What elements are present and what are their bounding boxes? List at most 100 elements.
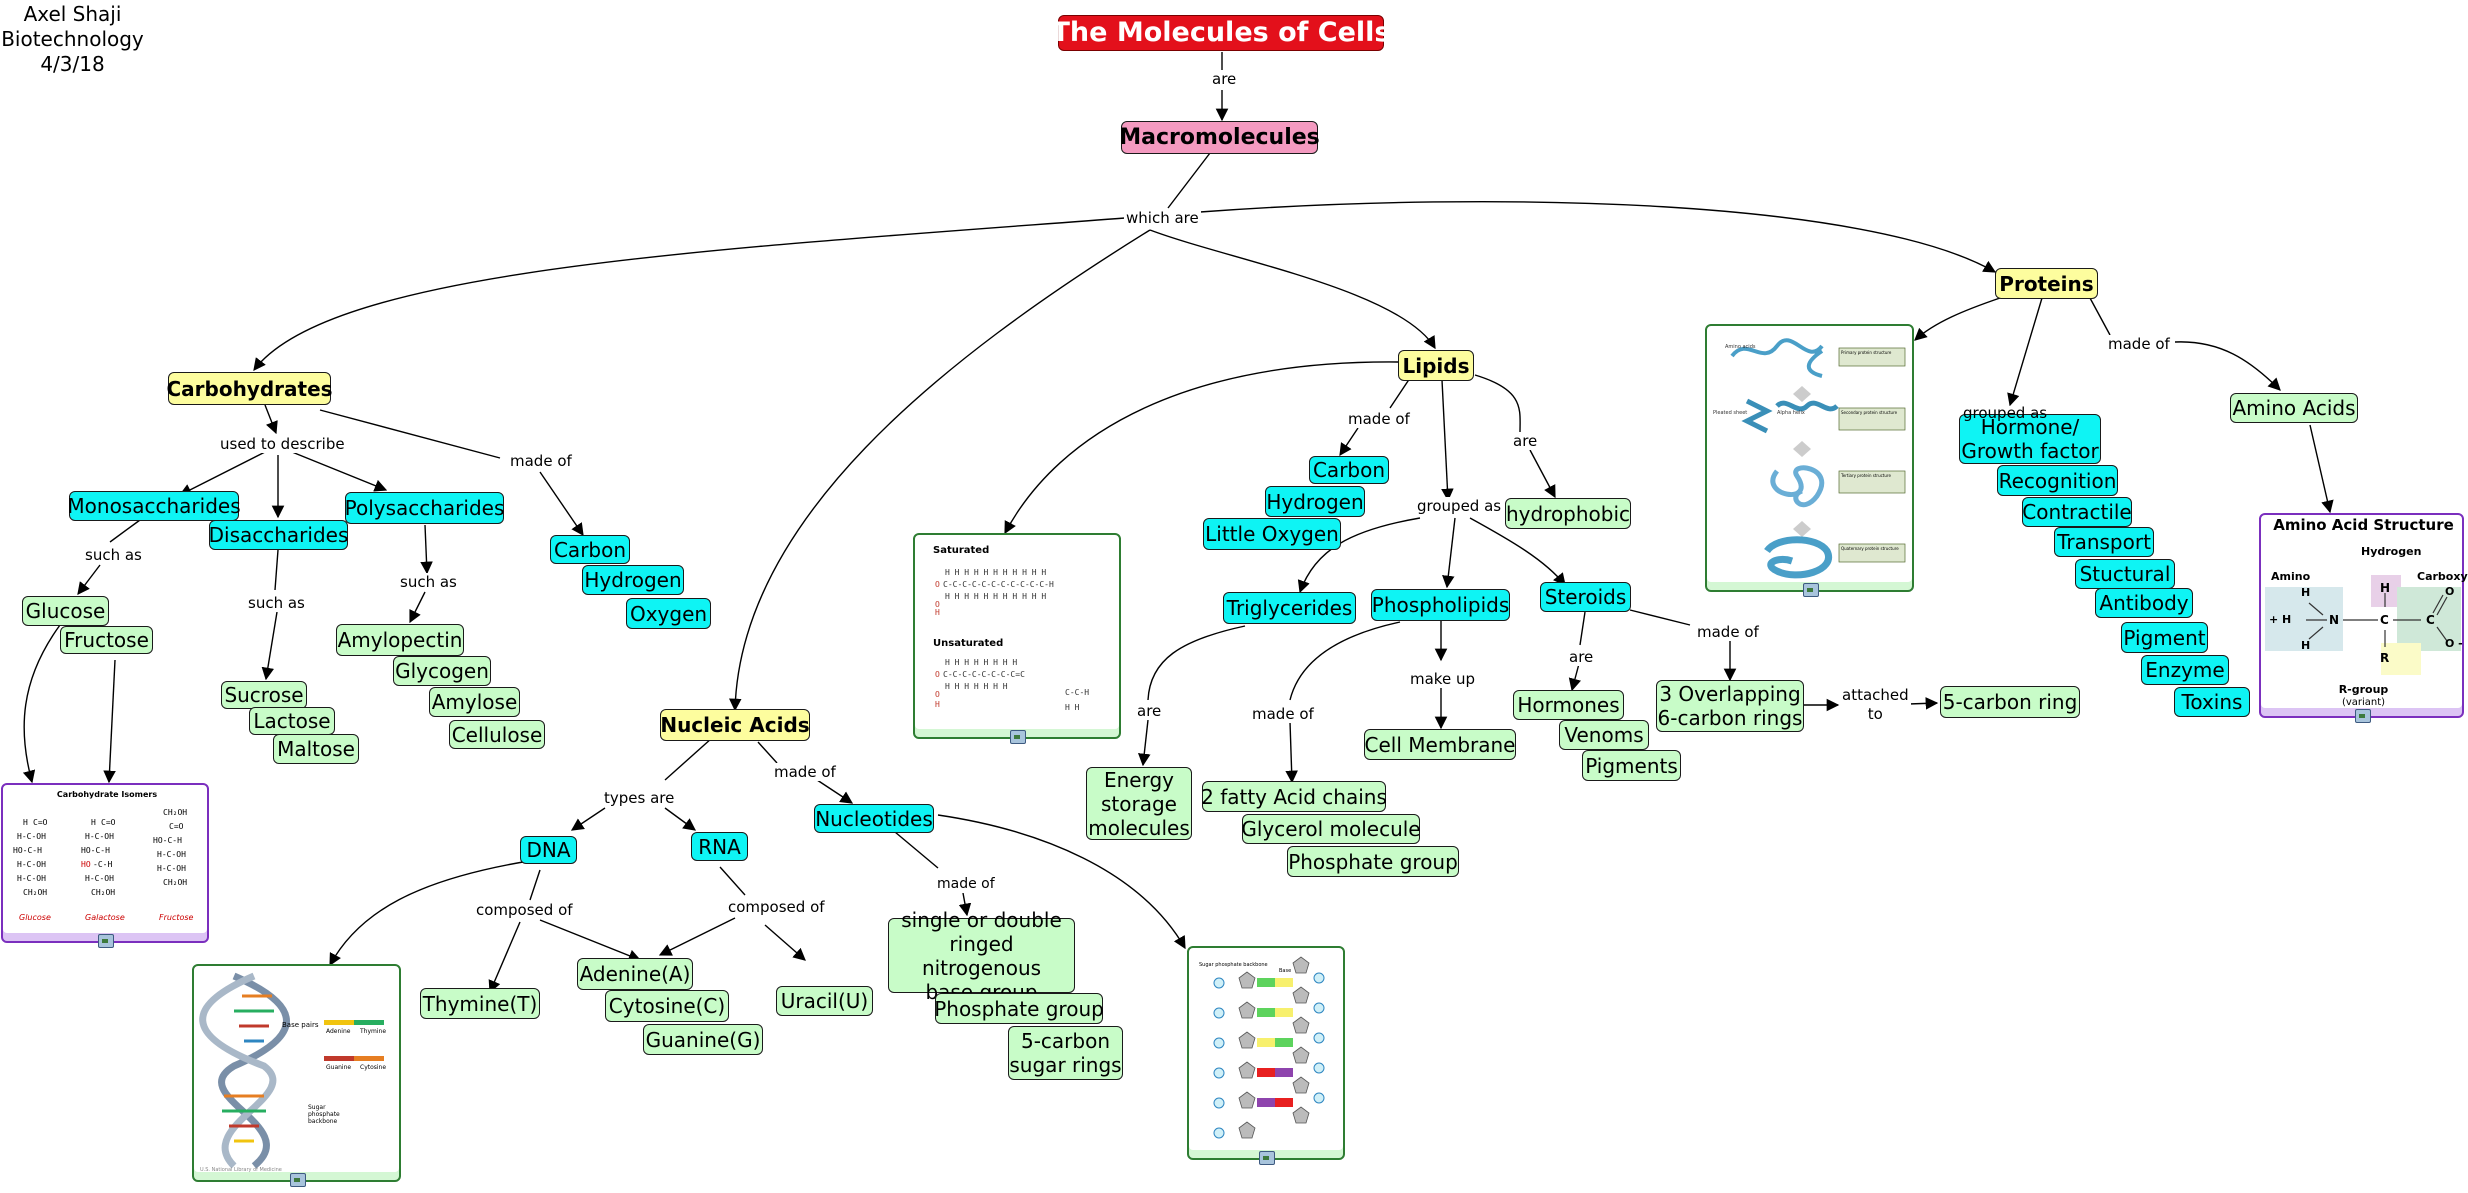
- carb-isomer-title: Carbohydrate Isomers: [56, 790, 158, 799]
- node-triglycerides[interactable]: Triglycerides: [1223, 592, 1356, 624]
- node-hydrophobic[interactable]: hydrophobic: [1505, 498, 1631, 529]
- image-fatty-acid-chains[interactable]: H H H H H H H H H H H O C-C-C-C-C-C-C-C-…: [913, 533, 1121, 744]
- node-venoms[interactable]: Venoms: [1559, 720, 1649, 750]
- node-pigment[interactable]: Pigment: [2121, 622, 2208, 653]
- node-carbohydrates[interactable]: Carbohydrates: [166, 372, 333, 405]
- node-amylopectin[interactable]: Amylopectin: [336, 624, 464, 656]
- author-info: Axel Shaji Biotechnology 4/3/18: [0, 2, 145, 77]
- node-phospholipids[interactable]: Phospholipids: [1371, 589, 1510, 621]
- amino-acid-nitrogen: N: [2329, 613, 2340, 627]
- svg-text:O: O: [935, 690, 940, 699]
- node-adenine[interactable]: Adenine(A): [577, 958, 693, 990]
- node-carb-hydrogen[interactable]: Hydrogen: [582, 565, 684, 595]
- amino-acid-carboxyl-carbon: C: [2426, 613, 2435, 627]
- node-cytosine[interactable]: Cytosine(C): [605, 990, 729, 1022]
- node-amylose[interactable]: Amylose: [429, 687, 520, 717]
- node-enzyme[interactable]: Enzyme: [2141, 655, 2229, 685]
- node-dna[interactable]: DNA: [520, 836, 577, 864]
- node-recognition[interactable]: Recognition: [1997, 465, 2118, 496]
- svg-text:C=O: C=O: [101, 818, 116, 827]
- node-cellulose[interactable]: Cellulose: [449, 720, 545, 749]
- protein-label-primary: Primary protein structure: [1841, 350, 1892, 355]
- node-fatty-acids[interactable]: 2 fatty Acid chains: [1201, 781, 1387, 812]
- node-fructose[interactable]: Fructose: [60, 626, 153, 654]
- image-attachment-icon[interactable]: [1802, 583, 1819, 597]
- node-little-oxygen[interactable]: Little Oxygen: [1203, 518, 1341, 550]
- nucleotide-label-backbone: Sugar phosphate backbone: [1199, 962, 1268, 968]
- node-cell-membrane[interactable]: Cell Membrane: [1364, 729, 1516, 760]
- link-ster-are: are: [1567, 648, 1596, 666]
- node-five-carbon-ring[interactable]: 5-carbon ring: [1940, 686, 2080, 718]
- node-hormones[interactable]: Hormones: [1513, 690, 1624, 720]
- node-amino-acids[interactable]: Amino Acids: [2230, 393, 2358, 423]
- node-macromolecules[interactable]: Macromolecules: [1119, 121, 1320, 154]
- node-nucleotides[interactable]: Nucleotides: [814, 804, 934, 833]
- node-title[interactable]: The Molecules of Cells: [1052, 15, 1391, 51]
- node-thymine[interactable]: Thymine(T): [420, 988, 540, 1019]
- link-which-are: which are: [1124, 209, 1201, 227]
- image-attachment-icon[interactable]: [289, 1173, 306, 1187]
- node-energy-storage[interactable]: Energy storage molecules: [1086, 767, 1192, 840]
- node-carb-carbon[interactable]: Carbon: [550, 535, 630, 564]
- node-pigments[interactable]: Pigments: [1582, 750, 1681, 781]
- node-toxins[interactable]: Toxins: [2174, 687, 2250, 717]
- node-guanine[interactable]: Guanine(G): [643, 1024, 763, 1055]
- image-protein-structure[interactable]: Amino acids Pleated sheet Alpha helix Pr…: [1705, 324, 1914, 597]
- image-attachment-icon[interactable]: [2354, 709, 2371, 723]
- link-grouped-as: grouped as: [1415, 497, 1504, 515]
- dna-label-adenine: Adenine: [326, 1028, 351, 1035]
- node-maltose[interactable]: Maltose: [273, 734, 359, 764]
- image-nucleotide-chain[interactable]: Sugar phosphate backbone Base: [1187, 946, 1345, 1165]
- node-glycogen[interactable]: Glycogen: [393, 656, 491, 686]
- node-uracil[interactable]: Uracil(U): [776, 986, 873, 1016]
- node-lipids[interactable]: Lipids: [1398, 350, 1474, 381]
- node-glycerol[interactable]: Glycerol molecule: [1241, 814, 1421, 844]
- node-lip-carbon[interactable]: Carbon: [1309, 456, 1389, 484]
- svg-text:C=O: C=O: [169, 822, 184, 831]
- node-monosaccharides[interactable]: Monosaccharides: [67, 491, 241, 521]
- image-attachment-icon[interactable]: [1259, 1151, 1275, 1165]
- node-rna[interactable]: RNA: [691, 832, 748, 861]
- nucleotide-chain-drawing: [1213, 956, 1325, 1139]
- link-phos-made-of: made of: [1250, 705, 1316, 723]
- node-proteins[interactable]: Proteins: [1995, 268, 2098, 299]
- link-prot-made-of: made of: [2106, 335, 2172, 353]
- node-lactose[interactable]: Lactose: [249, 707, 335, 735]
- node-disaccharides[interactable]: Disaccharides: [209, 520, 348, 550]
- node-carb-oxygen[interactable]: Oxygen: [626, 598, 711, 629]
- dna-label-guanine: Guanine: [326, 1064, 352, 1071]
- node-contractile[interactable]: Contractile: [2022, 497, 2132, 527]
- node-nuc-phosphate[interactable]: Phosphate group: [934, 993, 1104, 1024]
- dna-helix-drawing: [199, 972, 384, 1169]
- node-polysaccharides[interactable]: Polysaccharides: [345, 492, 504, 524]
- link-nuc-made-of: made of: [772, 763, 838, 781]
- svg-text:CH₂OH: CH₂OH: [163, 878, 187, 887]
- link-rna-composed-of: composed of: [726, 898, 827, 916]
- image-amino-acid-structure[interactable]: Amino Acid Structure Hydrogen Amino Carb…: [2259, 513, 2468, 723]
- node-antibody[interactable]: Antibody: [2095, 588, 2193, 618]
- image-attachment-icon[interactable]: [98, 934, 114, 948]
- node-sugar-rings[interactable]: 5-carbon sugar rings: [1008, 1026, 1123, 1080]
- node-sucrose[interactable]: Sucrose: [221, 681, 307, 709]
- svg-text:HO-C-H: HO-C-H: [13, 846, 42, 855]
- image-dna-helix[interactable]: Base pairs Adenine Thymine Guanine Cytos…: [192, 964, 401, 1187]
- node-stuctural[interactable]: Stuctural: [2075, 559, 2175, 589]
- node-nitrogenous-base[interactable]: single or double ringed nitrogenous base…: [888, 908, 1075, 1004]
- image-attachment-icon[interactable]: [1010, 730, 1026, 744]
- node-transport[interactable]: Transport: [2054, 527, 2154, 557]
- node-hormone-growth[interactable]: Hormone/ Growth factor: [1959, 414, 2101, 464]
- link-types-are: types are: [602, 789, 677, 807]
- amino-acid-plus-h: + H: [2269, 613, 2292, 626]
- node-glucose[interactable]: Glucose: [22, 596, 109, 626]
- svg-text:C=O: C=O: [33, 818, 48, 827]
- amino-acid-carboxyl-label: Carboxyl: [2417, 570, 2468, 583]
- dna-label-cytosine: Cytosine: [360, 1064, 387, 1071]
- amino-acid-alpha-carbon: C: [2380, 613, 2389, 627]
- node-steroids[interactable]: Steroids: [1540, 582, 1631, 612]
- node-nucleic-acids[interactable]: Nucleic Acids: [660, 709, 810, 741]
- node-lip-hydrogen[interactable]: Hydrogen: [1265, 486, 1365, 517]
- node-lip-phosphate[interactable]: Phosphate group: [1287, 846, 1459, 877]
- node-overlapping-rings[interactable]: 3 Overlapping 6-carbon rings: [1656, 680, 1804, 732]
